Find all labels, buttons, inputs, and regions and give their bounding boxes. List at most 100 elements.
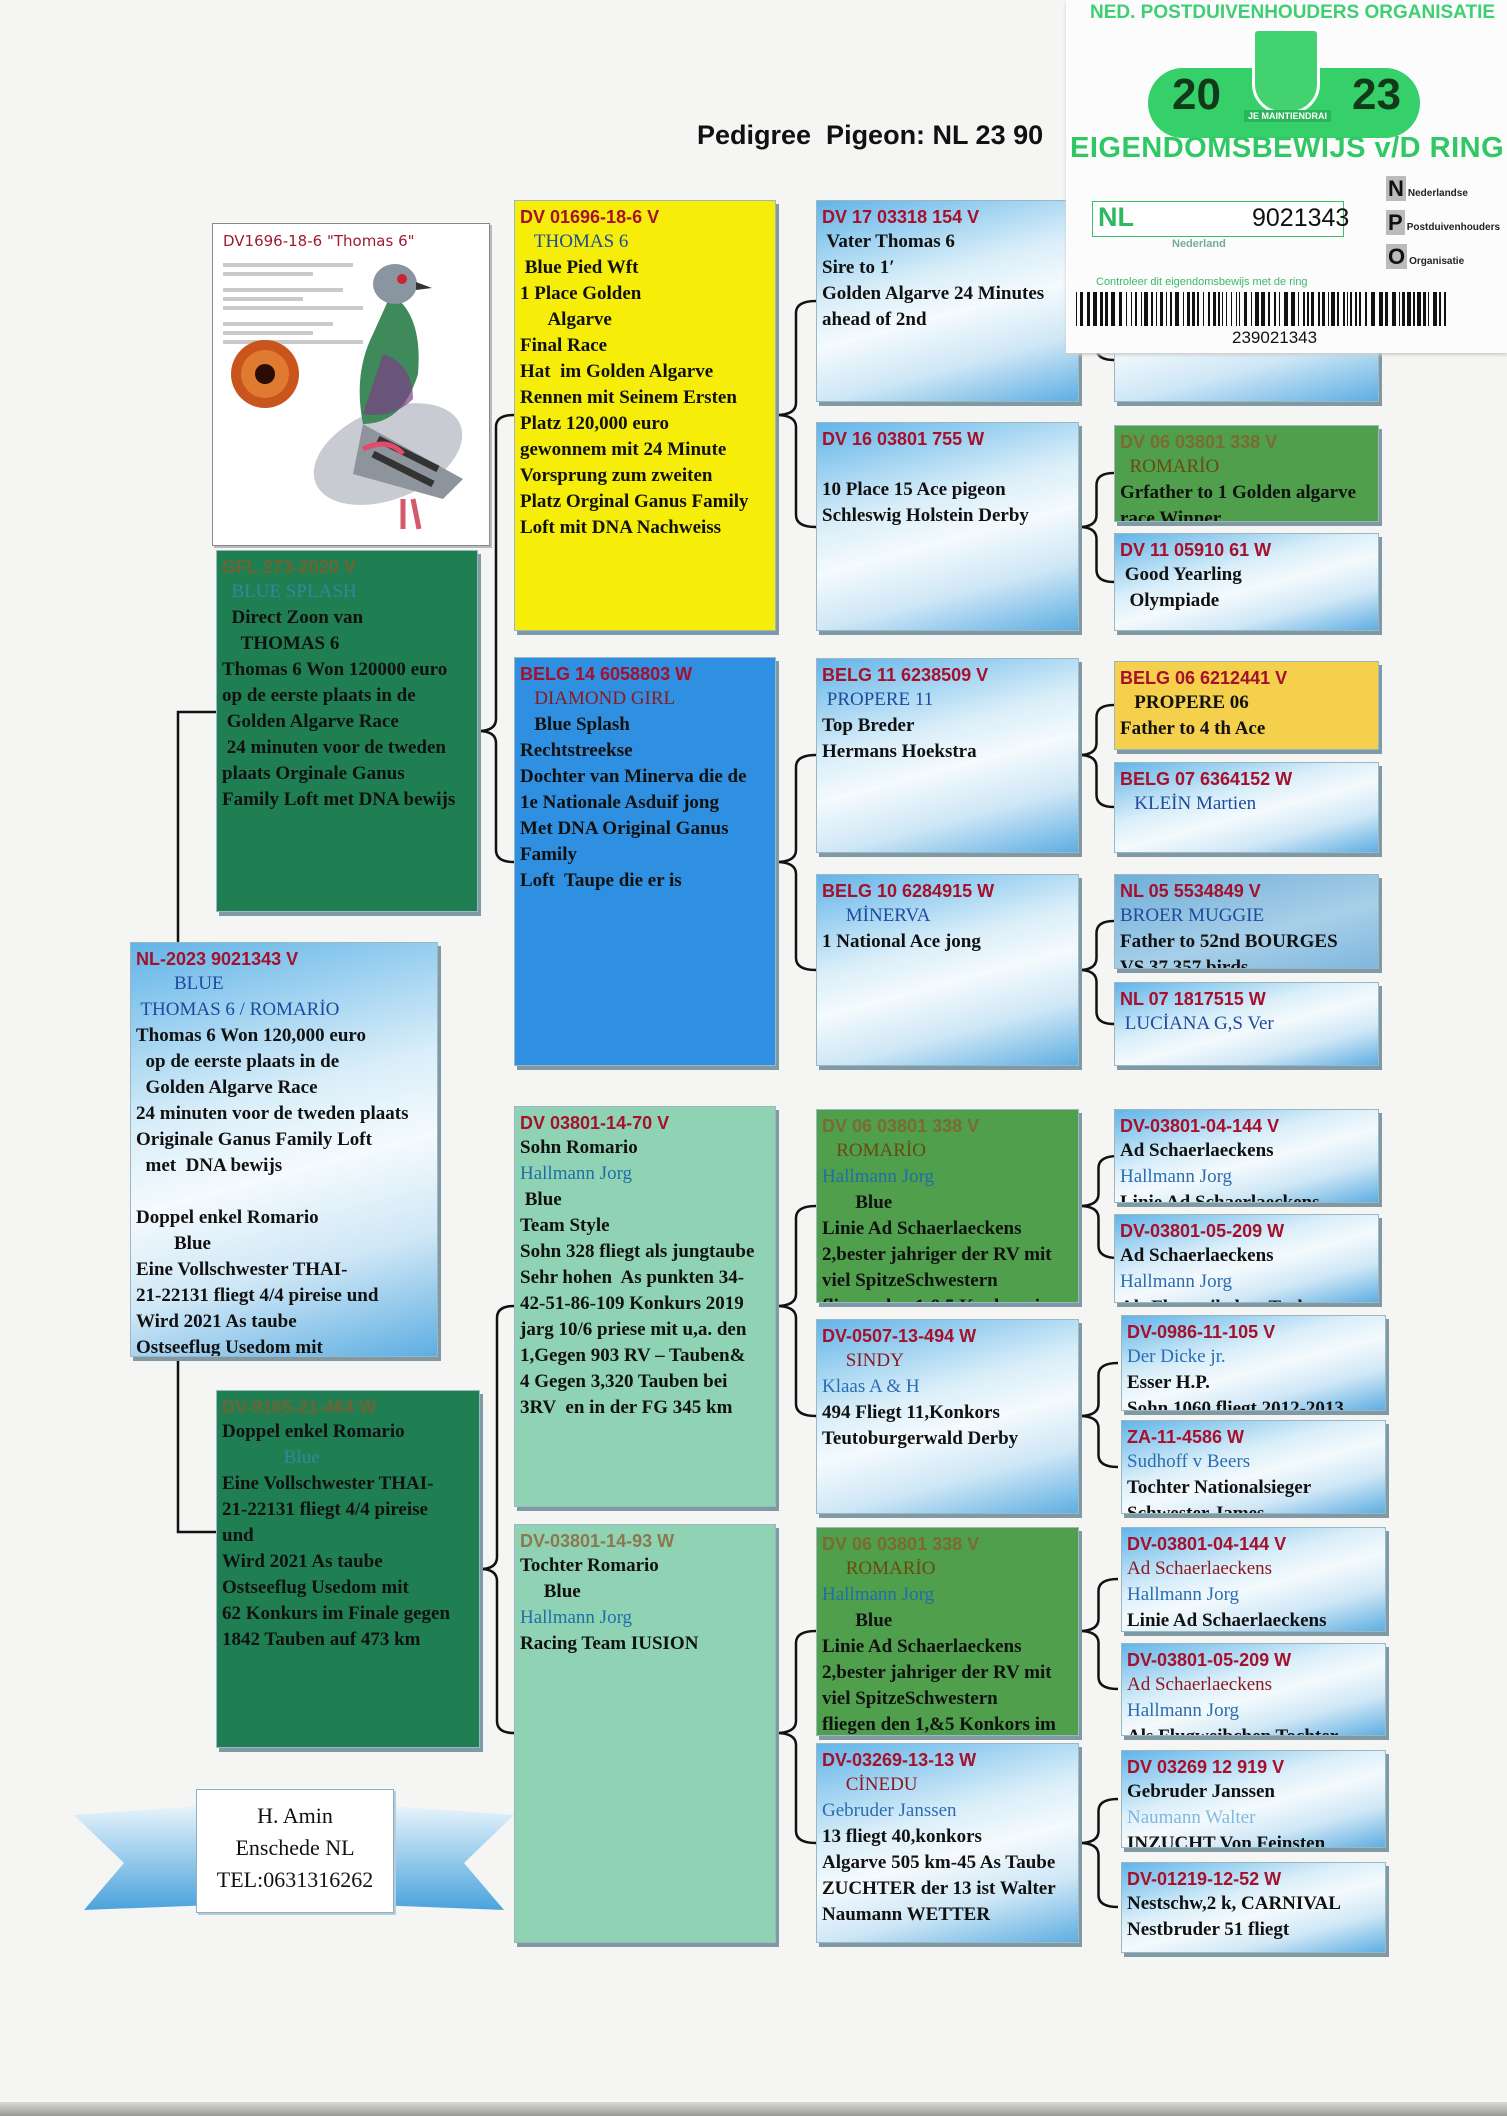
box-text-line: 24 minuten voor de tweden plaats [136, 1103, 409, 1124]
box-text-line: Ad Schaerlaeckens [1120, 1245, 1274, 1266]
box-text-line: Als Flugweibchen Tochter [1127, 1724, 1381, 1735]
box-text-line: 10 Place 15 Ace pigeon [822, 479, 1006, 500]
box-text-line: Family Loft met DNA bewijs [222, 789, 456, 810]
ring-number: DV 01696-18-6 V [520, 207, 660, 227]
box-text-line: Golden Algarve Race [222, 711, 399, 732]
pigeon-image [231, 264, 463, 530]
certificate-heading: EIGENDOMSBEWIJS v/D RING [1070, 132, 1505, 164]
box-name-line: MİNERVA [822, 905, 931, 926]
pedigree-box-g11: DV-0986-11-105 V Der Dicke jr. Esser H.P. S… [1121, 1315, 1386, 1411]
box-text-line: und [222, 1525, 254, 1546]
box-breeder-line: Hallmann Jorg [1120, 1271, 1233, 1292]
box-text-line: Golden Algarve 24 Minutes [822, 283, 1045, 304]
box-text-line: 1,Gegen 903 RV – Tauben& [520, 1345, 746, 1366]
bracket-connector [1078, 919, 1115, 1026]
box-text-line: INZUCHT Von Feinsten [1127, 1833, 1326, 1848]
box-text-line: Final Race [520, 335, 608, 356]
pedigree-box-g4: DV 11 05910 61 W Good Yearling Olympiade [1114, 533, 1379, 631]
ring-number: NL 07 1817515 W [1120, 989, 1266, 1009]
box-breeder-line: Der Dicke jr. [1127, 1346, 1226, 1367]
pedigree-box-g8: NL 07 1817515 W LUCİANA G,S Ver [1114, 982, 1379, 1066]
pedigree-box-main: NL-2023 9021343 V BLUE THOMAS 6 / ROMARİ… [130, 942, 438, 1357]
box-breeder-line: Gebruder Janssen [822, 1800, 957, 1821]
ring-number: NL-2023 9021343 V [136, 949, 299, 969]
bracket-connector [775, 1629, 817, 1845]
breeder-phone: TEL:0631316262 [216, 1867, 374, 1892]
box-name-line: LUCİANA G,S Ver [1120, 1013, 1274, 1034]
box-text-line: Golden Algarve Race [136, 1077, 318, 1098]
box-text-line: Good Yearling [1120, 564, 1242, 585]
page-title: Pedigree Pigeon: NL 23 90 [697, 120, 1044, 150]
ring-number: BELG 11 6238509 V [822, 665, 989, 685]
box-text-line: fliegen den 1,&5 Konkors im [822, 1714, 1056, 1735]
box-text-line: met DNA bewijs [136, 1155, 283, 1176]
ring-number: NL 05 5534849 V [1120, 881, 1261, 901]
ring-number: DV-03801-04-144 V [1127, 1534, 1287, 1554]
box-text-line: Vorsprung zum zweiten [520, 465, 713, 486]
box-text-line: Blue [520, 1581, 581, 1602]
box-faint-line: Naumann Walter [1127, 1807, 1256, 1828]
ring-number: DV 06 03801 338 V [1120, 432, 1278, 452]
box-text-line: 1 Place Golden [520, 283, 642, 304]
box-text-line: Teutoburgerwald Derby [822, 1428, 1019, 1449]
box-text-line: Wird 2021 As taube [136, 1311, 297, 1332]
ring-number: DV-0986-11-105 V [1127, 1322, 1276, 1342]
box-text-line: Ostseeflug Usedom mit [222, 1577, 409, 1598]
box-text-line: Linie Ad Schaerlaeckens [1120, 1192, 1320, 1203]
box-text-line: ahead of 2nd [822, 309, 927, 330]
box-text-line: op de eerste plaats in de [222, 685, 416, 706]
box-text-line: Father to 52nd BOURGES [1120, 931, 1338, 952]
ring-number: DV-03801-14-93 W [520, 1531, 675, 1551]
box-text-line: Racing Team IUSION [520, 1633, 699, 1654]
paper-edge [0, 2102, 1507, 2116]
box-text-line: 1 National Ace jong [822, 931, 981, 952]
box-name-line: THOMAS 6 [520, 231, 629, 252]
box-text-line: race Winner [1120, 508, 1222, 522]
box-breeder-line: Hallmann Jorg [1127, 1700, 1240, 1721]
photo-card-fine-print [223, 258, 373, 349]
box-text-line: 1e Nationale Asduif jong [520, 792, 719, 813]
box-rname-line: SINDY [822, 1350, 904, 1371]
box-text-line: Esser H.P. [1127, 1372, 1210, 1393]
bracket-connector [477, 413, 515, 864]
box-text-line [822, 451, 1074, 477]
pedigree-box-sd: BELG 14 6058803 W DIAMOND GIRL Blue Spla… [514, 657, 776, 1066]
box-name-line: BROER MUGGIE [1120, 905, 1265, 926]
bracket-connector [775, 1204, 817, 1418]
ring-number: BELG 10 6284915 W [822, 881, 995, 901]
ring-number: DV-03801-04-144 V [1120, 1116, 1280, 1136]
box-text-line: Blue [822, 1610, 893, 1631]
bracket-connector [775, 753, 817, 972]
box-text-line: Linie Ad Schaerlaeckens [1127, 1610, 1327, 1631]
box-rname-line: Ad Schaerlaeckens [1127, 1674, 1273, 1695]
box-text-line: 494 Fliegt 11,Konkors [822, 1402, 1000, 1423]
ring-number: DV-01219-12-52 W [1127, 1869, 1282, 1889]
pedigree-box-g7: NL 05 5534849 V BROER MUGGIE Father to 52n… [1114, 874, 1379, 969]
box-text-line: fliegen den 1,&5 Konkors im [822, 1294, 1074, 1302]
box-faint-line: Blue [222, 1447, 320, 1468]
box-text-line: Ad Schaerlaeckens [1120, 1140, 1274, 1161]
year-left: 20 [1172, 70, 1221, 119]
box-text-line: Thomas 6 Won 120,000 euro [136, 1025, 366, 1046]
bracket-connector [479, 1304, 515, 1735]
box-text-line: Doppel enkel Romario [222, 1421, 405, 1442]
box-breeder-line: Hallmann Jorg [1120, 1166, 1233, 1187]
org-name: NED. POSTDUIVENHOUDERS ORGANISATIE [1090, 2, 1496, 23]
ring-number: DV-03801-05-209 W [1127, 1650, 1292, 1670]
breeder-contact: H. Amin Enschede NL TEL:0631316262 [196, 1789, 394, 1913]
bracket-connector [1078, 1797, 1119, 1909]
box-text-line: Sehr hohen As punkten 34- [520, 1267, 745, 1288]
breeder-name: H. Amin [257, 1803, 333, 1828]
box-text-line: Tochter Nationalsieger [1127, 1477, 1312, 1498]
box-name-line: THOMAS 6 / ROMARİO [136, 999, 340, 1020]
box-text-line: Rennen mit Seinem Ersten [520, 387, 737, 408]
box-text-line: Sohn 1060 fliegt 2012-2013 [1127, 1398, 1344, 1411]
ring-number: DV 11 05910 61 W [1120, 540, 1272, 560]
ring-number: DV 17 03318 154 V [822, 207, 980, 227]
